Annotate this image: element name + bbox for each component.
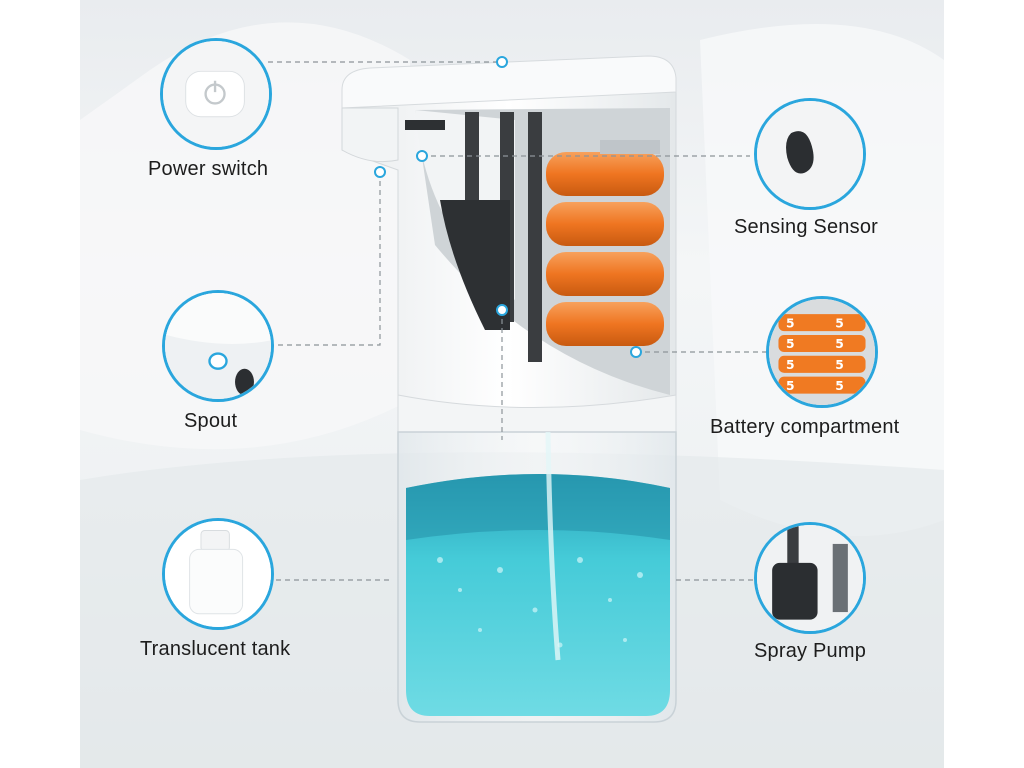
spout-label: Spout: [184, 410, 238, 432]
battery-pack-icon: 5 5 5 5 5 5 5 5: [769, 299, 875, 405]
power-switch-label: Power switch: [148, 158, 269, 180]
sensing-sensor-label: Sensing Sensor: [734, 216, 879, 238]
power-switch-thumbnail: [160, 38, 272, 150]
battery-marking: 5: [786, 379, 795, 393]
battery-stack: [546, 140, 664, 346]
product-diagram: Power switch Sensing Sensor Spout 5: [80, 0, 944, 768]
tank-icon: [165, 521, 271, 627]
battery-marking: 5: [835, 379, 844, 393]
spray-pump-label: Spray Pump: [754, 640, 867, 662]
dispenser-illustration: [80, 22, 944, 768]
sensing-sensor-thumbnail: [754, 98, 866, 210]
power-icon: [163, 41, 269, 147]
battery-marking: 5: [835, 316, 844, 330]
battery-marking: 5: [835, 358, 844, 372]
battery-marking: 5: [786, 358, 795, 372]
battery-marking: 5: [835, 337, 844, 351]
spray-pump-thumbnail: [754, 522, 866, 634]
pump-icon: [757, 525, 863, 631]
spout-thumbnail: [162, 290, 274, 402]
translucent-tank-label: Translucent tank: [140, 638, 291, 660]
battery-compartment-label: Battery compartment: [710, 416, 900, 438]
battery-marking: 5: [786, 316, 795, 330]
battery-marking: 5: [786, 337, 795, 351]
translucent-tank-thumbnail: [162, 518, 274, 630]
spout-nozzle-icon: [165, 293, 271, 399]
sensor-window-icon: [757, 101, 863, 207]
battery-compartment-thumbnail: 5 5 5 5 5 5 5 5: [766, 296, 878, 408]
